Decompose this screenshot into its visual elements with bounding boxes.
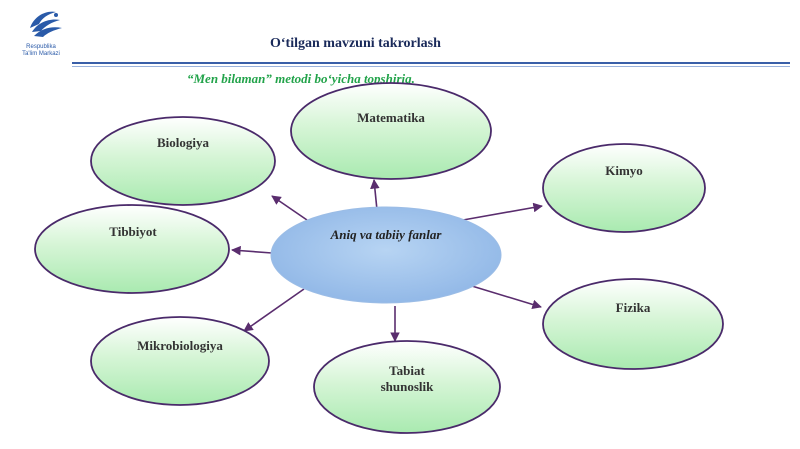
logo-text-line1: Respublika xyxy=(26,44,56,50)
connector-tibbiyot xyxy=(231,245,273,256)
center-label: Aniq va tabiiy fanlar xyxy=(330,227,443,242)
label-tibbiyot: Tibbiyot xyxy=(109,224,157,239)
node-fizika xyxy=(542,278,724,370)
page-title: O‘tilgan mavzuni takrorlash xyxy=(270,36,441,51)
label-matematika: Matematika xyxy=(357,110,425,125)
node-biologiya xyxy=(90,116,276,206)
center-node xyxy=(270,206,502,304)
header-divider-thin xyxy=(72,66,790,67)
label-biologiya: Biologiya xyxy=(157,135,210,150)
logo: Respublika Ta'lim Markazi xyxy=(12,6,70,60)
page-subtitle: “Men bilaman” metodi bo‘yicha topshiriq. xyxy=(187,71,415,86)
label-tabiat-line2: shunoslik xyxy=(381,379,435,394)
logo-text-line2: Ta'lim Markazi xyxy=(22,51,60,57)
label-fizika: Fizika xyxy=(616,300,651,315)
node-mikrobiologiya xyxy=(90,316,270,406)
connector-biologiya xyxy=(271,195,308,221)
label-kimyo: Kimyo xyxy=(605,163,643,178)
connector-mikrobiologiya xyxy=(243,288,305,332)
header-divider xyxy=(72,62,790,64)
bird-logo-icon xyxy=(30,11,62,37)
node-kimyo xyxy=(542,143,706,233)
node-tibbiyot xyxy=(34,204,230,294)
label-mikrobiologiya: Mikrobiologiya xyxy=(137,338,223,353)
node-tabiatshunoslik xyxy=(313,340,501,434)
connector-fizika xyxy=(461,282,542,310)
node-matematika xyxy=(290,82,492,180)
connector-kimyo xyxy=(462,202,543,221)
connector-matematika xyxy=(370,179,380,211)
label-tabiat-line1: Tabiat xyxy=(389,363,425,378)
